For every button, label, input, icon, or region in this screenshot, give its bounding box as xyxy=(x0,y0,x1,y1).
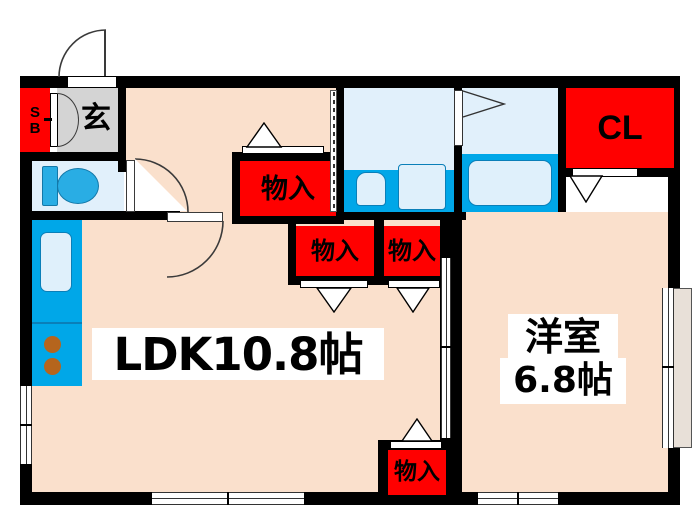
wall-top xyxy=(20,76,680,88)
closet-cl-arrow-icon xyxy=(568,175,604,203)
ldk-room-label: LDK10.8帖 xyxy=(92,328,384,380)
bath-door-arc xyxy=(462,90,506,118)
wall-bath-left xyxy=(454,88,462,212)
bathtub xyxy=(468,160,552,206)
closet-cl-opening[interactable] xyxy=(572,168,638,177)
kitchen-stove-divider xyxy=(32,322,82,324)
bath-door-leaf[interactable] xyxy=(454,90,463,146)
kitchen-sink xyxy=(40,232,72,292)
wall-closet-upper-left xyxy=(232,152,240,224)
entrance-label: 玄 xyxy=(81,101,111,136)
wall-closet-upper-top xyxy=(232,152,344,161)
storage-mid-right-arrow-icon xyxy=(395,287,431,313)
storage-upper-arrow-icon xyxy=(245,122,283,148)
wall-washroom-left xyxy=(336,88,344,212)
storage-mid-left xyxy=(296,226,374,276)
western-room-label-line2: 6.8帖 xyxy=(500,358,626,404)
storage-mid-left-label: 物入 xyxy=(311,237,359,265)
toilet-bowl xyxy=(57,168,99,204)
entrance-door-leaf[interactable] xyxy=(104,30,107,76)
wall-cl-left xyxy=(558,88,566,212)
ldk-bottom-window-handle xyxy=(227,492,229,505)
storage-bottom-label: 物入 xyxy=(394,458,440,485)
storage-upper xyxy=(240,161,336,216)
wall-genkan-bottom xyxy=(20,152,126,161)
toilet-door-arc xyxy=(134,158,189,213)
toilet-tank xyxy=(42,166,58,206)
hall-door-leaf[interactable] xyxy=(167,212,223,222)
wash-basin xyxy=(356,172,386,206)
hall-door-arc xyxy=(166,220,224,278)
wall-genkan-right xyxy=(118,88,126,160)
wall-western-left-upper xyxy=(450,212,462,492)
western-room-balcony xyxy=(672,288,692,448)
wall-closet-mid-div xyxy=(374,220,384,284)
closet-cl xyxy=(566,88,674,168)
wall-closet-bottom-left xyxy=(378,440,388,495)
shoe-box-label-s: S xyxy=(29,103,40,121)
washroom-door-track xyxy=(333,92,335,210)
storage-mid-right xyxy=(384,226,440,276)
storage-bottom-opening[interactable] xyxy=(390,441,442,449)
western-room-balcony-door-sash xyxy=(668,288,670,448)
wall-bottom xyxy=(20,492,680,505)
closet-cl-label: CL xyxy=(597,109,643,147)
stove-burner-bottom-icon xyxy=(44,358,61,375)
ldk-western-sliding-sash xyxy=(446,258,448,438)
shoe-box-handle xyxy=(44,118,52,121)
washer-space xyxy=(398,164,446,210)
stove-burner-top-icon xyxy=(44,336,61,353)
western-room-balcony-door-handle xyxy=(662,366,674,368)
wall-toilet-right xyxy=(118,160,126,172)
ldk-left-window-handle xyxy=(20,424,32,426)
entrance-door-arc xyxy=(58,29,107,78)
entrance-door-sill xyxy=(67,76,117,88)
wall-wet-bottom xyxy=(336,212,466,220)
storage-mid-left-arrow-icon xyxy=(315,287,353,313)
toilet-door-leaf[interactable] xyxy=(126,160,135,212)
shoe-box-label-b: B xyxy=(29,119,41,137)
storage-upper-label: 物入 xyxy=(261,173,315,205)
storage-upper-opening[interactable] xyxy=(242,146,324,154)
ldk-western-sliding-handle xyxy=(441,346,451,348)
western-room-bottom-window-handle xyxy=(517,492,519,505)
storage-bottom xyxy=(388,450,446,495)
wall-closet-mid-left xyxy=(288,220,296,284)
storage-bottom-arrow-icon xyxy=(400,418,434,442)
western-room-label-line1: 洋室 xyxy=(508,314,618,360)
storage-mid-right-label: 物入 xyxy=(388,237,436,265)
wall-toilet-bottom xyxy=(20,211,180,220)
